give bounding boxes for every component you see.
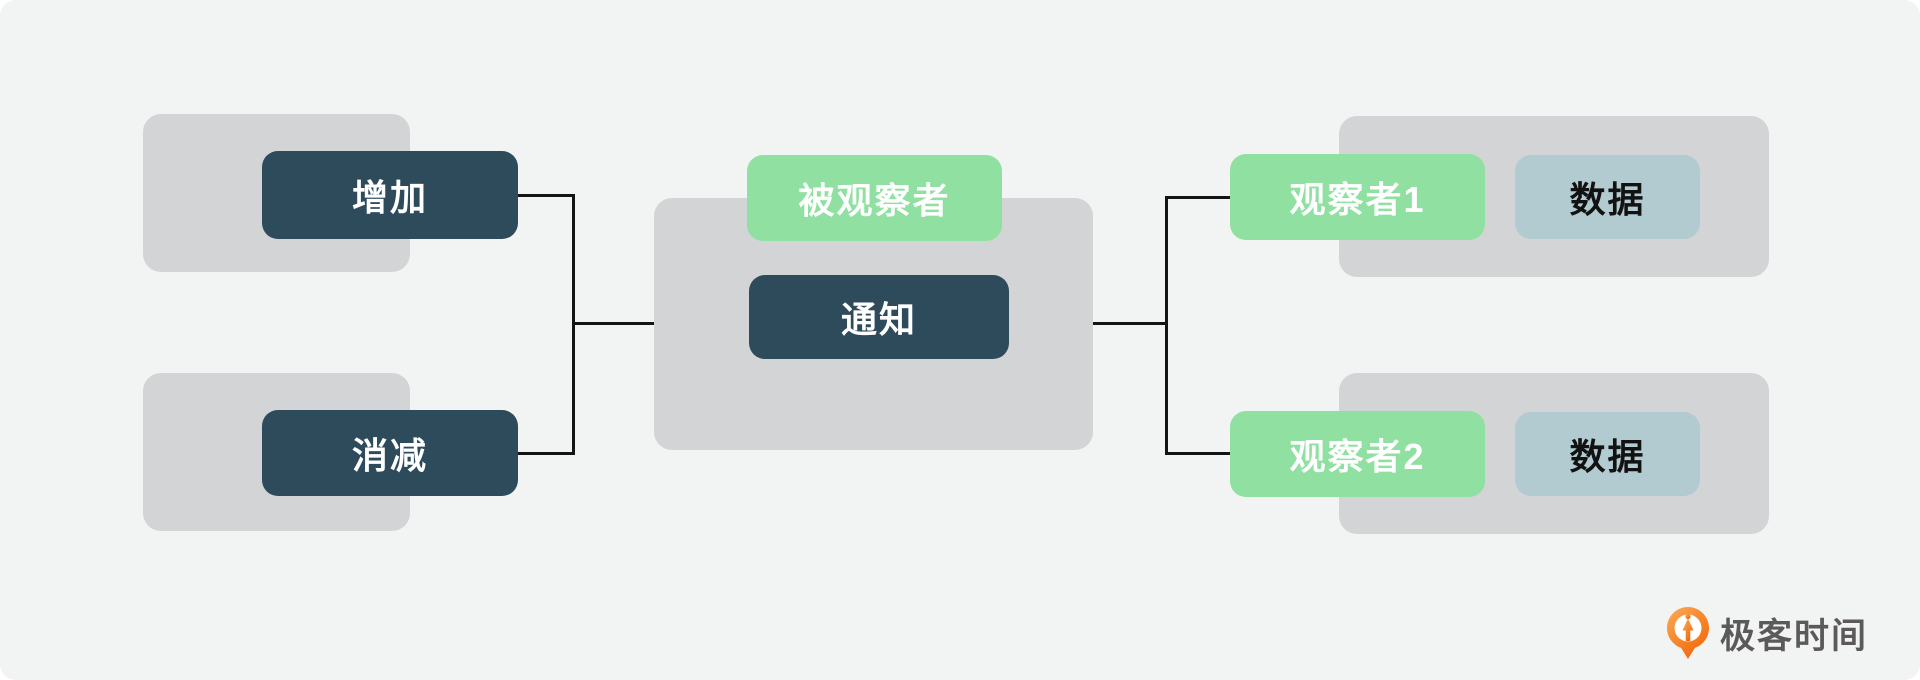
geektime-logo: 极客时间: [1666, 606, 1868, 660]
connector-observer2-horizontal: [1168, 452, 1230, 455]
node-observer1-data: 数据: [1515, 155, 1700, 239]
node-subject: 被观察者: [747, 155, 1002, 241]
node-observer1: 观察者1: [1230, 154, 1485, 240]
node-decrease: 消减: [262, 410, 518, 496]
connector-right-vertical: [1165, 196, 1168, 455]
connector-increase-horizontal: [518, 194, 574, 197]
connector-subject-to-right: [1093, 322, 1167, 325]
connector-observer1-horizontal: [1168, 196, 1230, 199]
geektime-logo-text: 极客时间: [1720, 616, 1869, 656]
node-observer2-data: 数据: [1515, 412, 1700, 496]
node-increase: 增加: [262, 151, 518, 239]
connector-decrease-horizontal: [518, 452, 574, 455]
node-observer2: 观察者2: [1230, 411, 1485, 497]
node-notify: 通知: [749, 275, 1009, 359]
geektime-logo-icon: [1667, 607, 1709, 659]
connector-left-vertical: [572, 194, 575, 455]
connector-left-to-subject: [575, 322, 654, 325]
